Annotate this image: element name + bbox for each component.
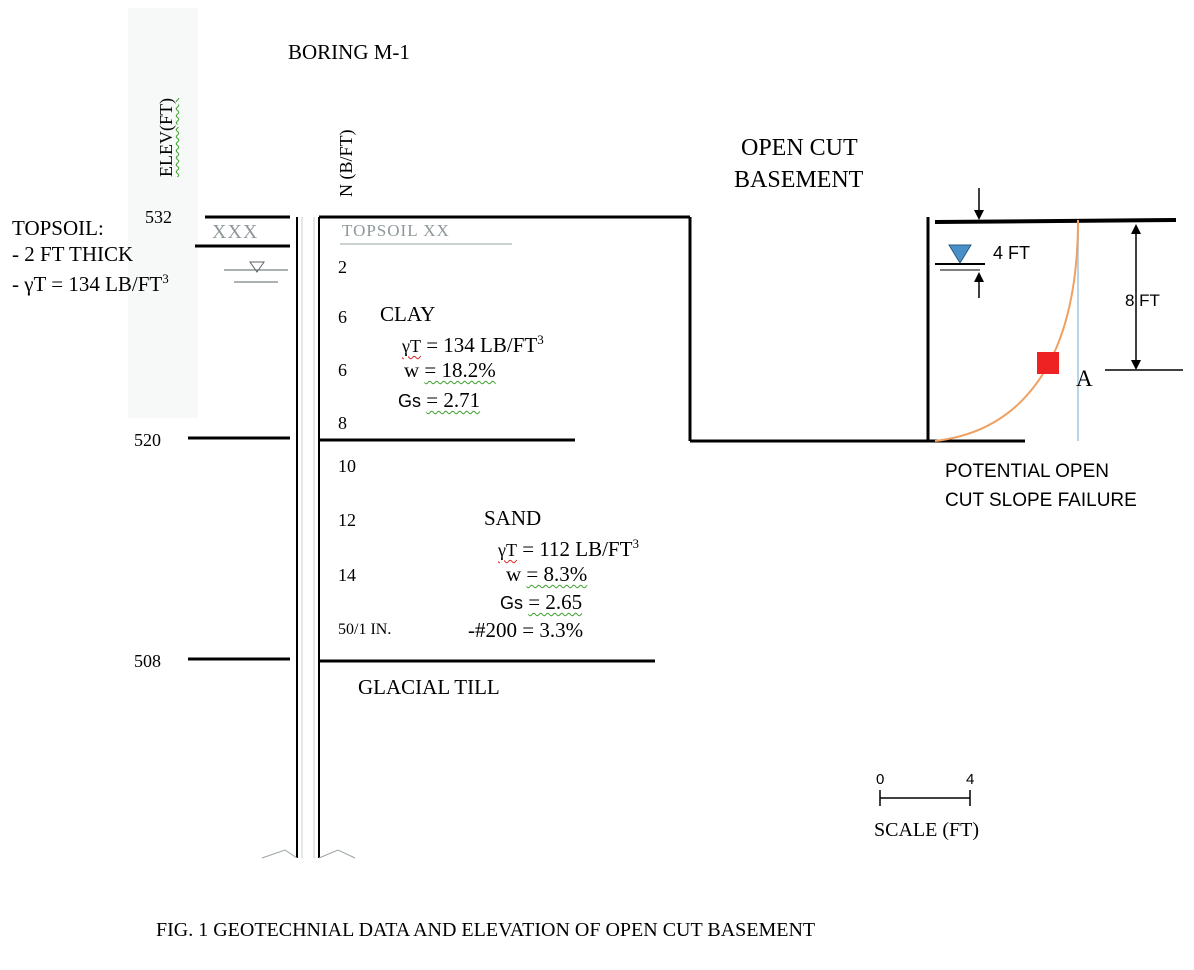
point-a-label: A <box>1076 366 1093 391</box>
topsoil-log-label: TOPSOIL XX <box>342 221 450 240</box>
boring-water-symbol <box>249 261 265 273</box>
elevation-520: 520 <box>134 430 161 450</box>
dim-8ft-arrowhead-bottom <box>1131 360 1141 370</box>
figure-caption: FIG. 1 GEOTECHNIAL DATA AND ELEVATION OF… <box>156 919 816 941</box>
clay-title: CLAY <box>380 302 436 326</box>
failure-label-line1: POTENTIAL OPEN <box>945 461 1109 482</box>
n-value: 14 <box>338 565 356 585</box>
topsoil-title: TOPSOIL: <box>12 216 104 240</box>
boring-bottom-marks <box>261 849 356 859</box>
dim-8ft-arrowhead-top <box>1131 224 1141 234</box>
n-value: 6 <box>338 307 347 327</box>
sand-water-content: w = 8.3% <box>506 562 588 586</box>
point-a-marker <box>1037 352 1059 374</box>
sand-title: SAND <box>484 506 542 530</box>
till-title: GLACIAL TILL <box>358 675 500 699</box>
water-table-icon <box>948 244 972 264</box>
n-value: 8 <box>338 413 347 433</box>
topsoil-thickness: - 2 FT THICK <box>12 242 134 266</box>
dim-8ft-label: 8 FT <box>1125 291 1160 310</box>
sand-fines: -#200 = 3.3% <box>468 618 584 642</box>
elev-header: ELEV(FT) <box>156 98 176 177</box>
basement-title-line1: OPEN CUT <box>741 135 858 161</box>
slope-crest-surface <box>934 218 1177 224</box>
n-value: 50/1 IN. <box>338 621 392 638</box>
clay-specific-gravity: Gs = 2.71 <box>398 388 481 412</box>
topsoil-hatch: XXX <box>212 221 259 243</box>
scale-end-label: 4 <box>966 771 975 788</box>
topsoil-unit-weight: - γT = 134 LB/FT3 <box>12 271 169 296</box>
n-value: 10 <box>338 456 356 476</box>
clay-water-content: w = 18.2% <box>404 358 496 382</box>
elevation-532: 532 <box>145 207 172 227</box>
dim-4ft-label: 4 FT <box>993 243 1031 263</box>
dim-4ft-arrowhead-bottom <box>974 272 984 282</box>
n-value: 6 <box>338 360 347 380</box>
elev-column-shade <box>128 8 198 418</box>
sand-specific-gravity: Gs = 2.65 <box>500 590 583 614</box>
clay-unit-weight: γT = 134 LB/FT3 <box>402 332 544 357</box>
n-value: 12 <box>338 510 356 530</box>
scale-label: SCALE (FT) <box>874 819 979 841</box>
elevation-508: 508 <box>134 651 161 671</box>
failure-label-line2: CUT SLOPE FAILURE <box>945 490 1137 511</box>
dim-4ft-arrowhead-top <box>974 210 984 220</box>
scale-start-label: 0 <box>876 771 885 788</box>
sand-unit-weight: γT = 112 LB/FT3 <box>498 536 639 561</box>
boring-title: BORING M-1 <box>288 40 410 64</box>
basement-title-line2: BASEMENT <box>734 167 864 193</box>
failure-arc <box>934 219 1079 442</box>
n-value: 2 <box>338 257 347 277</box>
n-header: N (B/FT) <box>336 129 356 198</box>
